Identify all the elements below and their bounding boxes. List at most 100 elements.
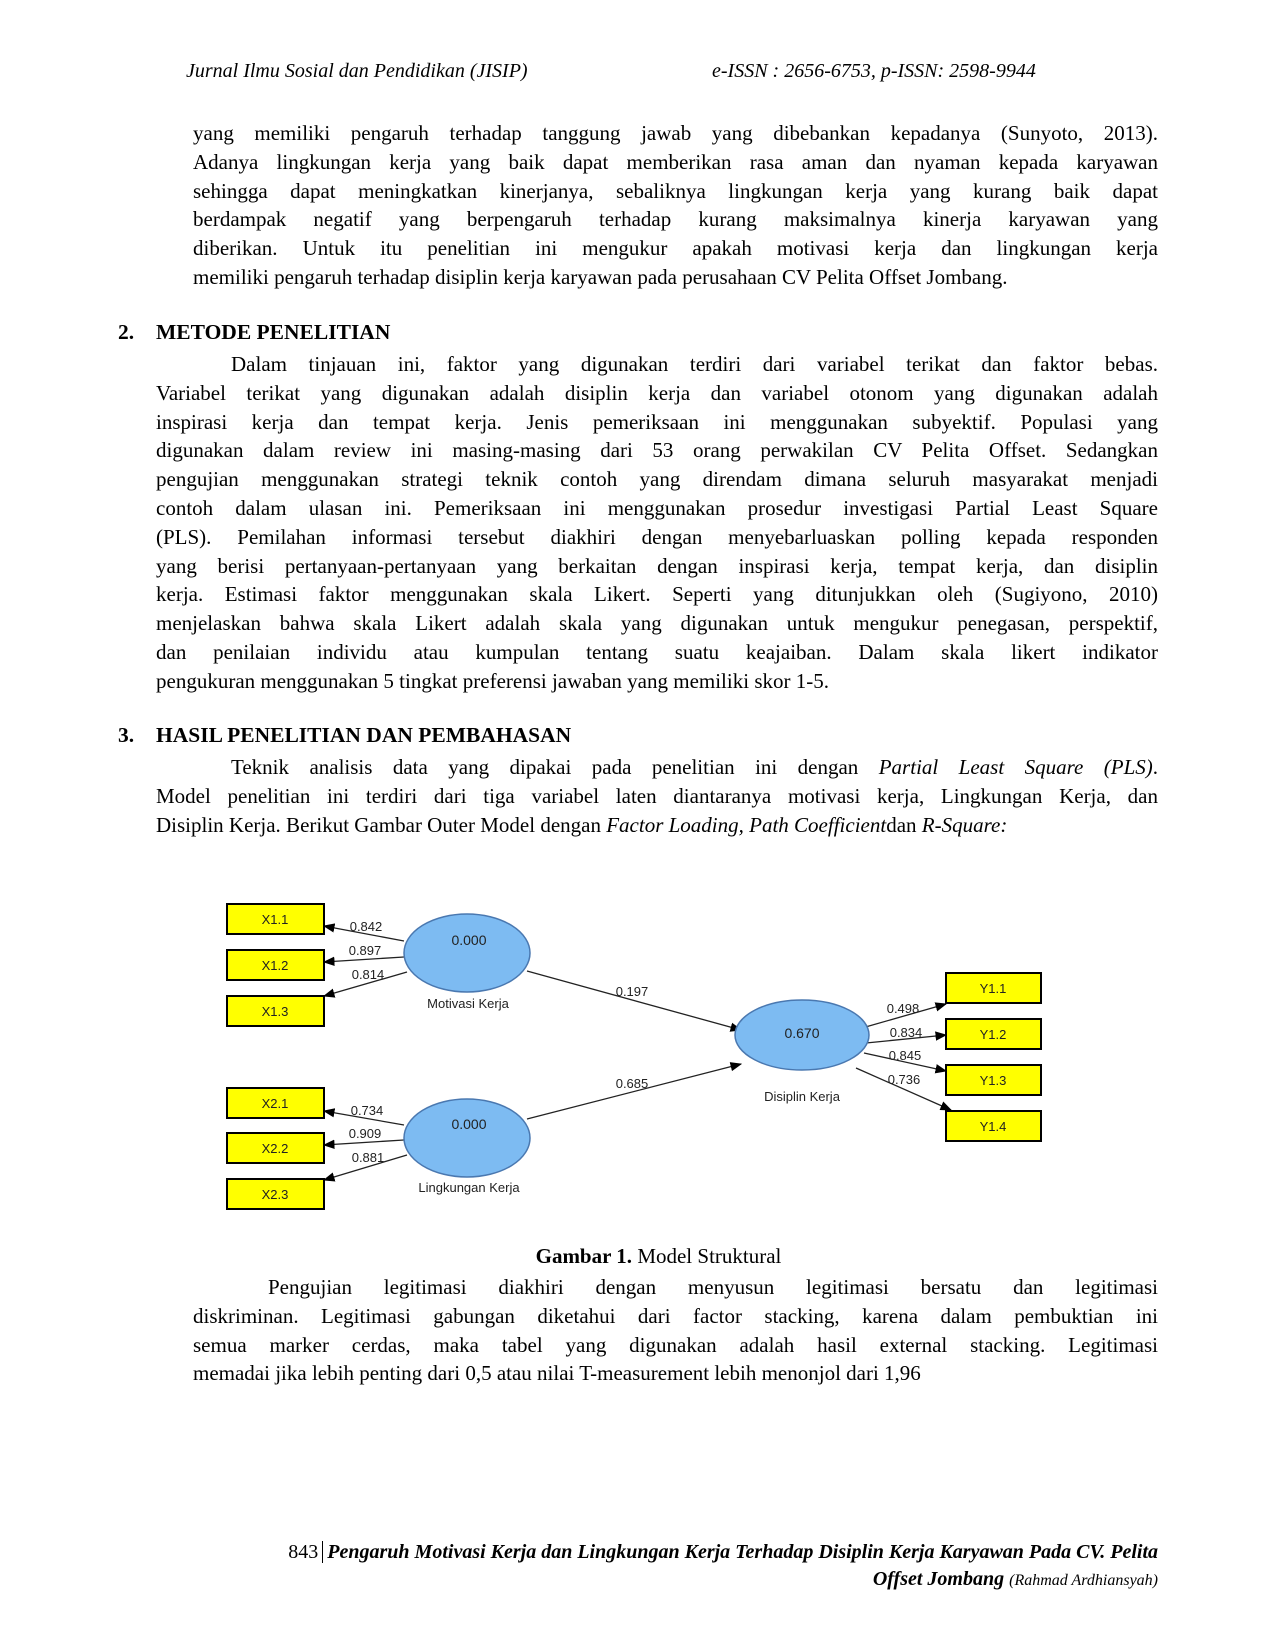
loading-value: 0.909 xyxy=(349,1126,382,1141)
article-author: (Rahmad Ardhiansyah) xyxy=(1009,1572,1158,1589)
indicator-label: Y1.2 xyxy=(980,1027,1007,1042)
text-line: Dalam tinjauan ini, faktor yang digunaka… xyxy=(156,350,1158,379)
latent-label: Motivasi Kerja xyxy=(427,996,509,1011)
metode-paragraph: Dalam tinjauan ini, faktor yang digunaka… xyxy=(156,350,1158,696)
text-run: memiliki pengaruh terhadap disiplin kerj… xyxy=(193,264,1008,289)
text-run: inspirasi kerja dan tempat kerja. Jenis … xyxy=(156,409,1158,434)
text-run: memadai jika lebih penting dari 0,5 atau… xyxy=(193,1361,921,1386)
section-title: HASIL PENELITIAN DAN PEMBAHASAN xyxy=(156,723,572,747)
latent-disiplin-kerja xyxy=(734,999,870,1071)
text-line: sehingga dapat meningkatkan kinerjanya, … xyxy=(193,177,1158,206)
text-line: berdampak negatif yang berpengaruh terha… xyxy=(193,205,1158,234)
loading-arrow-y1-1 xyxy=(861,1002,948,1029)
text-line: Adanya lingkungan kerja yang baik dapat … xyxy=(193,148,1158,177)
loading-arrow-y1-3 xyxy=(863,1052,948,1074)
text-line: digunakan dalam review ini masing-masing… xyxy=(156,436,1158,465)
text-line: Disiplin Kerja. Berikut Gambar Outer Mod… xyxy=(156,811,1158,840)
text-run: kerja. Estimasi faktor menggunakan skala… xyxy=(156,582,1158,607)
italic-term: R-Square: xyxy=(921,812,1008,837)
text-run: Disiplin Kerja. Berikut Gambar Outer Mod… xyxy=(156,812,607,837)
intro-paragraph: yang memiliki pengaruh terhadap tanggung… xyxy=(193,119,1158,292)
text-line: kerja. Estimasi faktor menggunakan skala… xyxy=(156,580,1158,609)
text-line: pengukuran menggunakan 5 tingkat prefere… xyxy=(156,667,1158,696)
indicator-box-x2-3 xyxy=(226,1178,325,1210)
latent-label: Disiplin Kerja xyxy=(764,1089,841,1104)
text-run: pengukuran menggunakan 5 tingkat prefere… xyxy=(156,668,829,693)
indicator-label: X2.1 xyxy=(262,1096,289,1111)
journal-name: Jurnal Ilmu Sosial dan Pendidikan (JISIP… xyxy=(186,60,528,82)
text-run: diberikan. Untuk itu penelitian ini meng… xyxy=(193,236,1158,261)
text-line: memadai jika lebih penting dari 0,5 atau… xyxy=(193,1359,1158,1388)
text-line: Model penelitian ini terdiri dari tiga v… xyxy=(156,782,1158,811)
article-title: Pengaruh Motivasi Kerja dan Lingkungan K… xyxy=(327,1541,1158,1563)
text-run: pengujian menggunakan strategi teknik co… xyxy=(156,467,1158,492)
text-run: digunakan dalam review ini masing-masing… xyxy=(156,438,1158,463)
indicator-box-y1-2 xyxy=(945,1018,1042,1050)
loading-arrow-x2-3 xyxy=(322,1154,408,1182)
latent-lingkungan-kerja xyxy=(403,1098,531,1178)
footer-separator xyxy=(322,1541,324,1563)
page-number: 843 xyxy=(288,1541,319,1563)
loading-value: 0.842 xyxy=(350,919,383,934)
text-line: Pengujian legitimasi diakhiri dengan men… xyxy=(193,1273,1158,1302)
text-line: yang berisi pertanyaan-pertanyaan yang b… xyxy=(156,552,1158,581)
loading-arrow-x1-2 xyxy=(322,956,405,967)
text-line: semua marker cerdas, maka tabel yang dig… xyxy=(193,1331,1158,1360)
closing-paragraph: Pengujian legitimasi diakhiri dengan men… xyxy=(193,1273,1158,1388)
text-line: dan penilaian individu atau kumpulan ten… xyxy=(156,638,1158,667)
text-line: Teknik analisis data yang dipakai pada p… xyxy=(156,753,1158,782)
r-square-value: 0.000 xyxy=(451,1116,486,1132)
latent-label: Lingkungan Kerja xyxy=(418,1180,520,1195)
figure-caption: Gambar 1. Model Struktural xyxy=(0,1244,1275,1269)
indicator-label: Y1.1 xyxy=(980,981,1007,996)
indicator-box-y1-4 xyxy=(945,1110,1042,1142)
text-run: semua marker cerdas, maka tabel yang dig… xyxy=(193,1332,1158,1357)
indicator-box-y1-1 xyxy=(945,972,1042,1004)
section-number: 3. xyxy=(118,723,135,747)
loading-value: 0.897 xyxy=(349,943,382,958)
text-run: dan xyxy=(886,812,922,837)
loading-value: 0.736 xyxy=(888,1072,921,1087)
text-run: Model penelitian ini terdiri dari tiga v… xyxy=(156,783,1158,808)
text-run: yang memiliki pengaruh terhadap tanggung… xyxy=(193,121,1158,145)
loading-arrow-x2-2 xyxy=(322,1139,405,1150)
section-number: 2. xyxy=(118,320,135,344)
indicator-label: Y1.4 xyxy=(980,1119,1007,1134)
text-run: Dalam tinjauan ini, faktor yang digunaka… xyxy=(231,352,1158,376)
indicator-label: Y1.3 xyxy=(980,1073,1007,1088)
text-run: menjelaskan bahwa skala Likert adalah sk… xyxy=(156,611,1158,636)
indicator-label: X1.1 xyxy=(262,912,289,927)
text-line: memiliki pengaruh terhadap disiplin kerj… xyxy=(193,263,1158,292)
path-arrow-lingkungan-disiplin xyxy=(526,1062,743,1120)
text-run: Variabel terikat yang digunakan adalah d… xyxy=(156,380,1158,405)
text-run: diskriminan. Legitimasi gabungan diketah… xyxy=(193,1303,1158,1328)
section-heading-hasil: 3. HASIL PENELITIAN DAN PEMBAHASAN xyxy=(118,723,571,748)
text-run: (PLS). Pemilahan informasi tersebut diak… xyxy=(156,524,1158,549)
text-run: Adanya lingkungan kerja yang baik dapat … xyxy=(193,149,1158,174)
indicator-box-x1-2 xyxy=(226,949,325,981)
article-title-cont: Offset Jombang xyxy=(872,1568,1005,1590)
text-line: inspirasi kerja dan tempat kerja. Jenis … xyxy=(156,408,1158,437)
text-line: contoh dalam ulasan ini. Pemeriksaan ini… xyxy=(156,494,1158,523)
text-line: (PLS). Pemilahan informasi tersebut diak… xyxy=(156,523,1158,552)
r-square-value: 0.670 xyxy=(784,1025,819,1041)
footer-line-2: Offset Jombang (Rahmad Ardhiansyah) xyxy=(140,1568,1158,1591)
italic-term: Factor Loading, Path Coefficient xyxy=(606,812,887,837)
indicator-label: X2.3 xyxy=(262,1187,289,1202)
text-line: menjelaskan bahwa skala Likert adalah sk… xyxy=(156,609,1158,638)
section-heading-metode: 2.METODE PENELITIAN xyxy=(118,320,390,345)
indicator-label: X2.2 xyxy=(262,1141,289,1156)
loading-arrow-x2-1 xyxy=(322,1108,405,1126)
loading-value: 0.734 xyxy=(351,1103,384,1118)
text-run: sehingga dapat meningkatkan kinerjanya, … xyxy=(193,178,1158,203)
loading-arrow-x1-1 xyxy=(322,923,405,942)
loading-value: 0.845 xyxy=(889,1048,922,1063)
text-run: yang berisi pertanyaan-pertanyaan yang b… xyxy=(156,553,1158,578)
r-square-value: 0.000 xyxy=(451,932,486,948)
loading-value: 0.498 xyxy=(887,1001,920,1016)
footer-line-1: 843 Pengaruh Motivasi Kerja dan Lingkunga… xyxy=(140,1541,1158,1564)
hasil-paragraph: Teknik analisis data yang dipakai pada p… xyxy=(156,753,1158,839)
italic-term: Partial Least Square (PLS) xyxy=(878,755,1153,779)
indicator-box-y1-3 xyxy=(945,1064,1042,1096)
